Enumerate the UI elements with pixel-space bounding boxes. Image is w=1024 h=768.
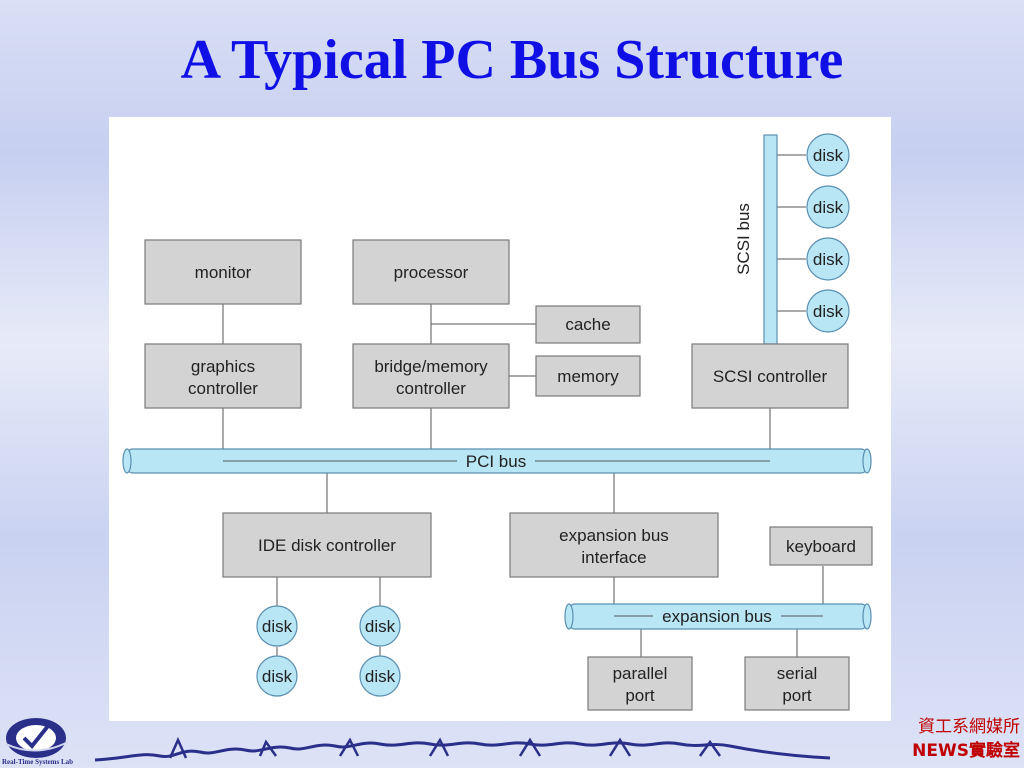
expansion-bus-label: expansion bus bbox=[662, 607, 772, 626]
keyboard-box: keyboard bbox=[769, 526, 873, 566]
svg-text:disk: disk bbox=[813, 198, 844, 217]
ide-disk-4: disk bbox=[359, 655, 401, 697]
bus-structure-diagram: PCI bus SCSI bus expansion bus monitor p… bbox=[109, 117, 891, 721]
svg-text:cache: cache bbox=[565, 315, 610, 334]
pci-bus: PCI bus bbox=[122, 448, 872, 474]
scsi-disk-3: disk bbox=[806, 237, 850, 281]
svg-text:serial: serial bbox=[777, 664, 818, 683]
svg-text:monitor: monitor bbox=[195, 263, 252, 282]
svg-text:disk: disk bbox=[365, 617, 396, 636]
scsi-bus-label: SCSI bus bbox=[734, 203, 753, 275]
memory-box: memory bbox=[535, 355, 641, 397]
footer-dept-text: 資工系網媒所 bbox=[918, 717, 1020, 737]
scsi-disk-1: disk bbox=[806, 133, 850, 177]
scsi-controller-box: SCSI controller bbox=[691, 343, 849, 409]
expansion-bus-interface-box: expansion bus interface bbox=[509, 512, 719, 578]
bridge-memory-controller-box: bridge/memory controller bbox=[352, 343, 510, 409]
scsi-disk-4: disk bbox=[806, 289, 850, 333]
footer-lab-name: 資工系網媒所 NEWS實驗室 bbox=[912, 715, 1020, 763]
decorative-script-strokes bbox=[168, 736, 722, 759]
svg-text:disk: disk bbox=[813, 146, 844, 165]
svg-text:port: port bbox=[625, 686, 655, 705]
scsi-bus: SCSI bus bbox=[734, 134, 778, 345]
svg-text:IDE disk controller: IDE disk controller bbox=[258, 536, 396, 555]
decorative-script-line bbox=[94, 741, 831, 762]
processor-box: processor bbox=[352, 239, 510, 305]
lab-logo-caption: Real-Time Systems Lab bbox=[2, 758, 73, 766]
footer-lab-text: NEWS實驗室 bbox=[912, 741, 1020, 761]
cache-box: cache bbox=[535, 305, 641, 344]
ide-disk-controller-box: IDE disk controller bbox=[222, 512, 432, 578]
parallel-port-box: parallel port bbox=[587, 656, 693, 711]
ide-disk-1: disk bbox=[256, 605, 298, 647]
svg-text:graphics: graphics bbox=[191, 357, 255, 376]
svg-text:disk: disk bbox=[262, 667, 293, 686]
pci-bus-label: PCI bus bbox=[466, 452, 526, 471]
svg-text:bridge/memory: bridge/memory bbox=[374, 357, 488, 376]
lab-logo: Real-Time Systems Lab bbox=[2, 718, 831, 766]
svg-text:memory: memory bbox=[557, 367, 619, 386]
svg-text:disk: disk bbox=[262, 617, 293, 636]
svg-text:parallel: parallel bbox=[613, 664, 668, 683]
svg-text:controller: controller bbox=[396, 379, 466, 398]
scsi-disk-2: disk bbox=[806, 185, 850, 229]
svg-text:SCSI controller: SCSI controller bbox=[713, 367, 828, 386]
graphics-controller-box: graphics controller bbox=[144, 343, 302, 409]
svg-text:processor: processor bbox=[394, 263, 469, 282]
svg-text:interface: interface bbox=[581, 548, 646, 567]
ide-disk-3: disk bbox=[359, 605, 401, 647]
serial-port-box: serial port bbox=[744, 656, 850, 711]
lab-logo-icon bbox=[5, 718, 69, 758]
svg-text:disk: disk bbox=[813, 250, 844, 269]
svg-text:disk: disk bbox=[813, 302, 844, 321]
monitor-box: monitor bbox=[144, 239, 302, 305]
expansion-bus: expansion bus bbox=[564, 603, 872, 630]
slide-title: A Typical PC Bus Structure bbox=[180, 29, 844, 91]
svg-text:keyboard: keyboard bbox=[786, 537, 856, 556]
svg-text:disk: disk bbox=[365, 667, 396, 686]
svg-text:expansion bus: expansion bus bbox=[559, 526, 669, 545]
ide-disk-2: disk bbox=[256, 655, 298, 697]
svg-text:controller: controller bbox=[188, 379, 258, 398]
svg-text:port: port bbox=[782, 686, 812, 705]
